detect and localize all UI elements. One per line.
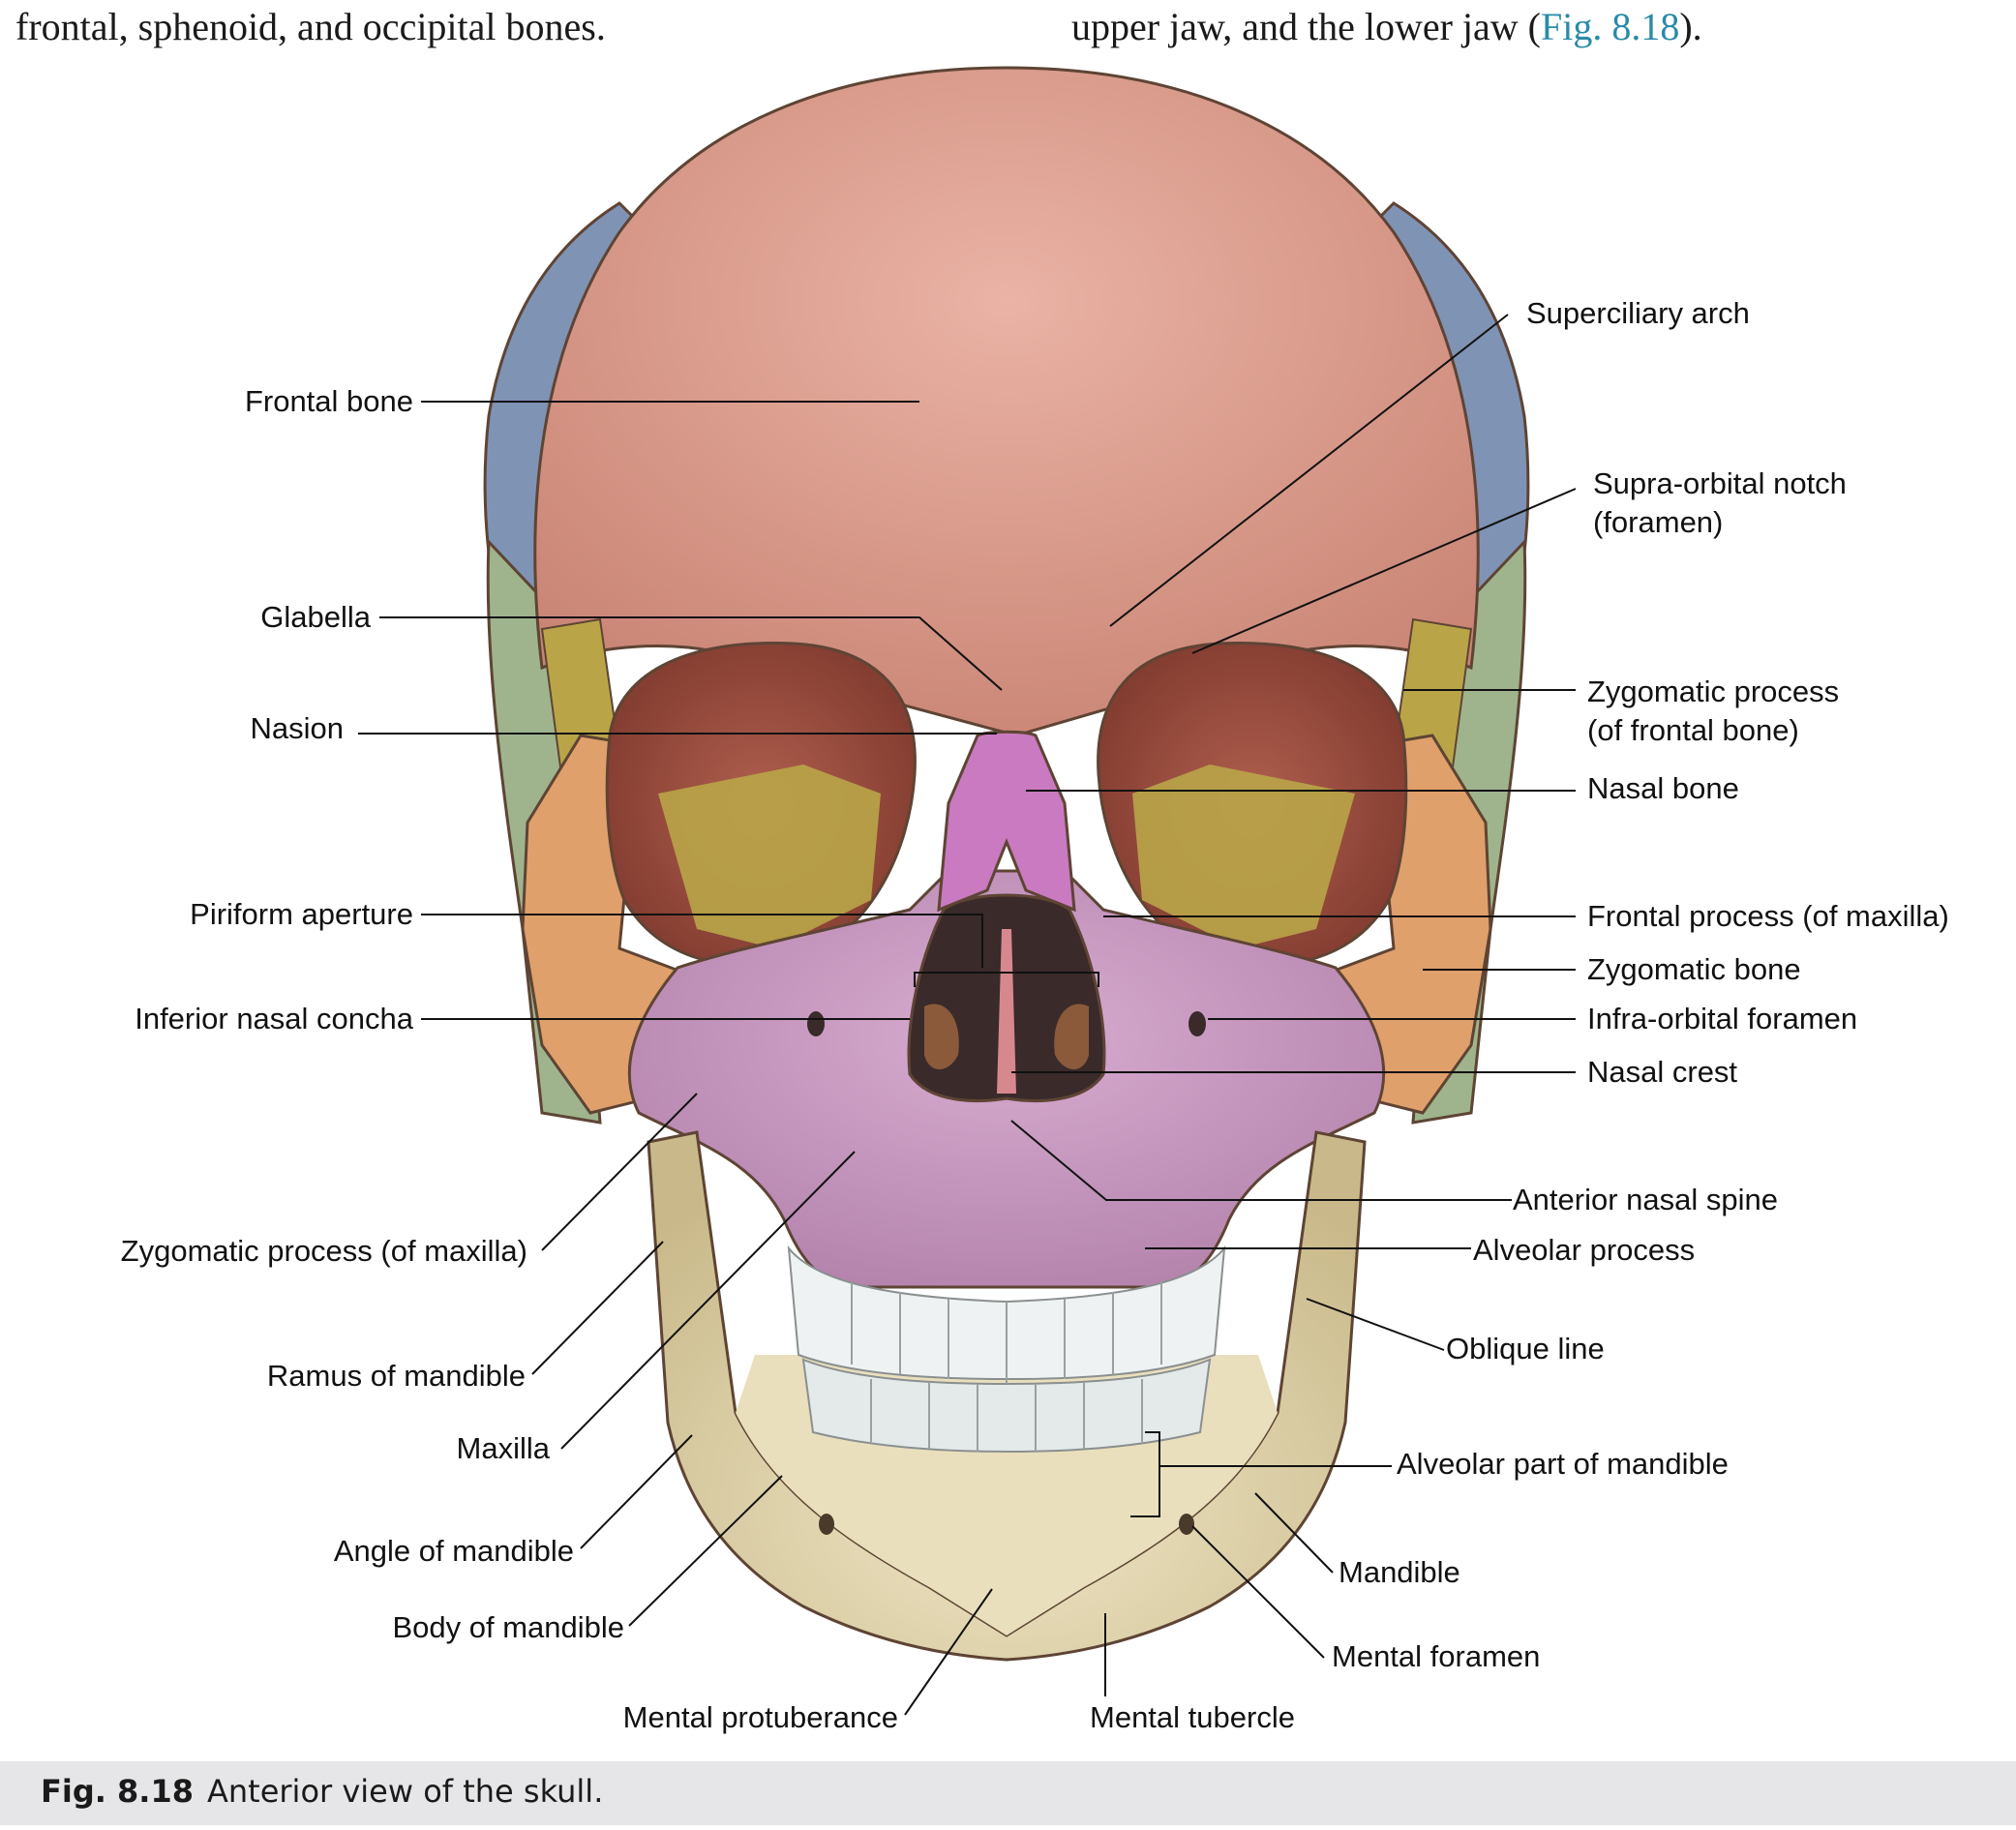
body-text-left: frontal, sphenoid, and occipital bones. xyxy=(15,5,606,48)
infra-orbital-foramen-left xyxy=(807,1011,825,1036)
skull-illustration xyxy=(483,66,1530,1662)
body-text-right: upper jaw, and the lower jaw (Fig. 8.18)… xyxy=(1071,5,1702,48)
leader-superciliary-arch xyxy=(1109,314,1509,627)
skull-anterior-figure: Frontal bone Glabella Nasion Piriform ap… xyxy=(121,66,1949,1734)
label-nasal-crest: Nasal crest xyxy=(1587,1055,1737,1089)
label-piriform-aperture: Piriform aperture xyxy=(190,897,413,931)
leader-glabella xyxy=(379,616,1003,691)
right-orbit-floor xyxy=(1132,765,1355,948)
leader-alveolar-part-bracket xyxy=(1130,1431,1160,1517)
inferior-concha-right xyxy=(1054,1004,1089,1069)
leader-maxilla xyxy=(560,1151,856,1450)
label-nasal-bone: Nasal bone xyxy=(1587,771,1739,805)
label-glabella: Glabella xyxy=(260,600,371,634)
lower-teeth xyxy=(801,1358,1212,1454)
labels: Frontal bone Glabella Nasion Piriform ap… xyxy=(121,296,1949,1734)
label-alveolar-part-of-mandible: Alveolar part of mandible xyxy=(1397,1447,1729,1481)
mental-foramen-right xyxy=(1179,1514,1194,1535)
label-supra-orbital-notch-line2: (foramen) xyxy=(1593,505,1723,539)
mental-foramen-left xyxy=(819,1514,834,1535)
label-mandible: Mandible xyxy=(1339,1555,1460,1589)
leader-body-of-mandible xyxy=(628,1475,783,1627)
label-zygomatic-process-frontal-line1: Zygomatic process xyxy=(1587,675,1839,708)
inferior-concha-left xyxy=(924,1004,959,1069)
leader-angle-of-mandible xyxy=(580,1434,693,1549)
leader-anterior-nasal-spine xyxy=(1010,1120,1512,1201)
nasal-septum xyxy=(997,929,1016,1094)
label-ramus-of-mandible: Ramus of mandible xyxy=(267,1359,526,1393)
left-orbit-floor xyxy=(658,765,881,948)
leader-piriform-aperture xyxy=(421,914,983,968)
label-frontal-process-maxilla: Frontal process (of maxilla) xyxy=(1587,899,1949,933)
label-superciliary-arch: Superciliary arch xyxy=(1526,296,1750,330)
leader-mental-protuberance xyxy=(904,1588,993,1716)
label-mental-tubercle: Mental tubercle xyxy=(1090,1700,1295,1734)
label-frontal-bone: Frontal bone xyxy=(245,384,413,418)
leader-mandible xyxy=(1254,1492,1334,1574)
infra-orbital-foramen-right xyxy=(1189,1011,1206,1036)
label-alveolar-process: Alveolar process xyxy=(1473,1233,1695,1267)
leader-piriform-bracket xyxy=(914,972,1099,987)
leader-zygomatic-process-maxilla xyxy=(541,1093,698,1251)
leader-oblique-line xyxy=(1306,1298,1445,1351)
label-supra-orbital-notch-line1: Supra-orbital notch xyxy=(1593,466,1847,500)
figure-caption-text: Anterior view of the skull. xyxy=(206,1773,604,1810)
leader-supra-orbital-notch xyxy=(1191,488,1577,654)
label-zygomatic-process-maxilla: Zygomatic process (of maxilla) xyxy=(121,1234,527,1268)
label-angle-of-mandible: Angle of mandible xyxy=(334,1534,574,1568)
label-oblique-line: Oblique line xyxy=(1446,1332,1605,1365)
figure-caption: Fig. 8.18 Anterior view of the skull. xyxy=(41,1773,603,1810)
teeth xyxy=(787,1245,1226,1454)
label-body-of-mandible: Body of mandible xyxy=(392,1610,624,1644)
label-anterior-nasal-spine: Anterior nasal spine xyxy=(1513,1183,1778,1216)
label-zygomatic-bone: Zygomatic bone xyxy=(1587,952,1801,986)
leader-lines xyxy=(358,314,1577,1716)
label-inferior-nasal-concha: Inferior nasal concha xyxy=(135,1002,414,1035)
label-maxilla: Maxilla xyxy=(457,1431,551,1465)
figure-caption-bar: Fig. 8.18 Anterior view of the skull. xyxy=(0,1761,2016,1825)
label-infra-orbital-foramen: Infra-orbital foramen xyxy=(1587,1002,1857,1035)
label-nasion: Nasion xyxy=(251,711,345,745)
figure-number: Fig. 8.18 xyxy=(41,1773,194,1810)
leader-mental-foramen xyxy=(1191,1525,1325,1659)
leader-ramus-of-mandible xyxy=(531,1241,664,1375)
label-mental-foramen: Mental foramen xyxy=(1332,1639,1540,1673)
figure-reference-link[interactable]: Fig. 8.18 xyxy=(1541,5,1680,48)
label-zygomatic-process-frontal-line2: (of frontal bone) xyxy=(1587,713,1799,747)
label-mental-protuberance: Mental protuberance xyxy=(623,1700,898,1734)
